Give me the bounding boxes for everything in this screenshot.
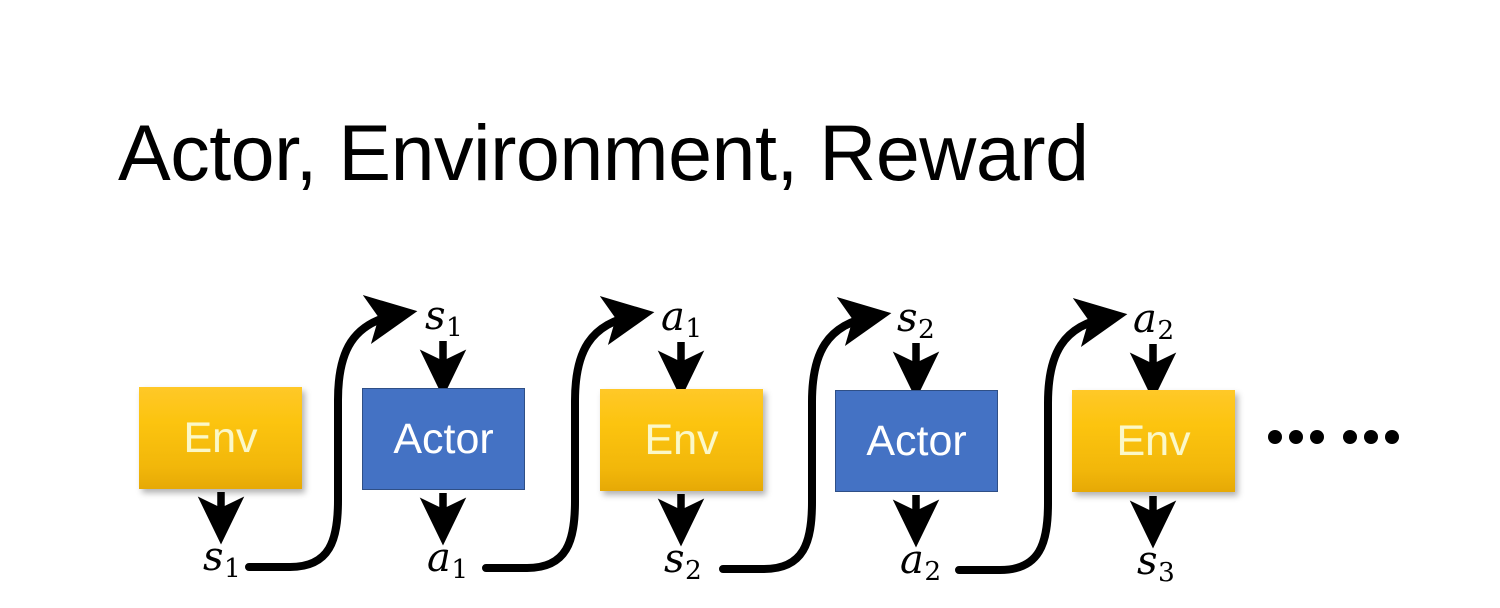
continuation-ellipsis: [1268, 430, 1399, 444]
label-base: a: [661, 294, 685, 340]
label-subscript: 2: [918, 314, 935, 346]
ellipsis-gap: [1331, 437, 1336, 438]
label-subscript: 2: [924, 556, 942, 588]
label-a2-top: a2: [1133, 296, 1174, 344]
label-base: s: [897, 295, 918, 341]
label-a1-bottom: a1: [427, 535, 468, 583]
label-a2-bottom: a2: [900, 537, 941, 585]
label-subscript: 2: [1157, 315, 1175, 347]
label-subscript: 1: [446, 312, 463, 344]
label-subscript: 2: [685, 555, 702, 587]
label-s1-top: s1: [425, 293, 463, 341]
label-s1-bottom: s1: [203, 534, 241, 582]
label-base: s: [664, 536, 685, 582]
label-subscript: 3: [1158, 557, 1175, 589]
ellipsis-dot: [1385, 430, 1399, 444]
label-base: a: [900, 537, 924, 583]
ellipsis-dot: [1343, 430, 1357, 444]
block-actor-1[interactable]: Actor: [362, 388, 525, 490]
block-actor-2[interactable]: Actor: [835, 390, 998, 492]
ellipsis-dot: [1310, 430, 1324, 444]
label-base: a: [427, 535, 451, 581]
block-env-2[interactable]: Env: [600, 389, 763, 491]
block-env-3[interactable]: Env: [1072, 390, 1235, 492]
label-subscript: 1: [685, 313, 703, 345]
ellipsis-dot: [1364, 430, 1378, 444]
block-label: Env: [644, 415, 719, 464]
label-base: s: [425, 293, 446, 339]
ellipsis-dot: [1289, 430, 1303, 444]
label-s2-top: s2: [897, 295, 935, 343]
label-s2-bottom: s2: [664, 536, 702, 584]
page-title: Actor, Environment, Reward: [118, 108, 1089, 197]
block-label: Actor: [393, 414, 494, 463]
label-s3-bottom: s3: [1137, 538, 1175, 586]
label-base: a: [1133, 296, 1157, 342]
label-base: s: [1137, 538, 1158, 584]
label-base: s: [203, 534, 224, 580]
block-label: Env: [183, 413, 258, 462]
label-subscript: 1: [451, 554, 469, 586]
label-subscript: 1: [224, 553, 241, 585]
block-label: Actor: [866, 416, 967, 465]
ellipsis-dot: [1268, 430, 1282, 444]
block-env-1[interactable]: Env: [139, 387, 302, 489]
block-label: Env: [1116, 416, 1191, 465]
label-a1-top: a1: [661, 294, 702, 342]
